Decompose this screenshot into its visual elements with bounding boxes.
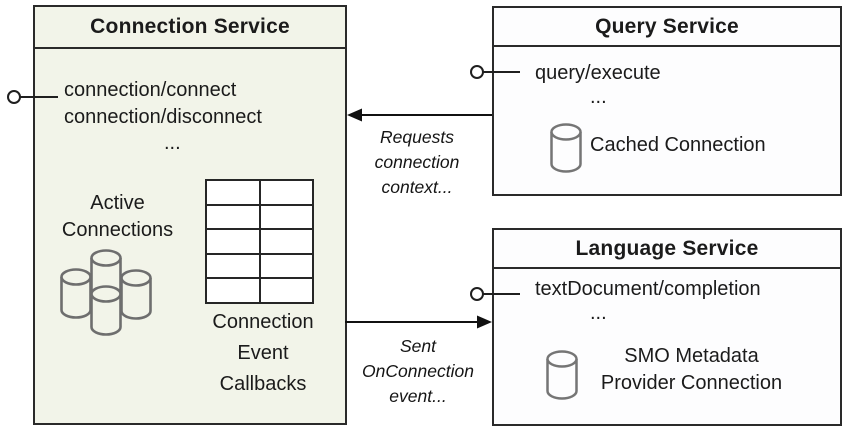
sent-onconnection-event-annotation: Sent OnConnection event... <box>362 336 474 406</box>
method-textdocument-completion: textDocument/completion <box>535 278 761 300</box>
query-service-title: Query Service <box>494 8 840 47</box>
table-cell <box>260 279 312 302</box>
ellipsis-more-methods: ... <box>164 132 181 154</box>
cached-connection-label: Cached Connection <box>590 134 766 156</box>
query-service-box: Query Service query/execute ... Cached C… <box>492 6 842 196</box>
connection-service-title: Connection Service <box>35 7 345 49</box>
ellipsis-more-methods: ... <box>590 86 607 108</box>
database-icon <box>546 350 578 400</box>
database-icon <box>550 123 582 173</box>
requests-connection-context-annotation: Requests connection context... <box>374 127 460 197</box>
language-service-methods: textDocument/completion ... <box>535 276 761 323</box>
method-connection-connect: connection/connect <box>64 79 237 101</box>
connection-event-callbacks-label: Connection Event Callbacks <box>212 311 314 395</box>
table-cell <box>207 205 259 229</box>
table-cell <box>260 205 312 229</box>
ellipsis-more-methods: ... <box>590 302 607 324</box>
method-query-execute: query/execute <box>535 62 661 84</box>
database-cluster-icon <box>60 249 152 336</box>
table-grid-icon <box>205 179 314 304</box>
table-cell <box>260 181 312 204</box>
language-service-box: Language Service textDocument/completion… <box>492 228 842 426</box>
table-cell <box>207 181 259 204</box>
sent-onconnection-event-arrow <box>345 315 492 329</box>
connection-service-methods: connection/connect connection/disconnect… <box>64 77 262 155</box>
language-service-title: Language Service <box>494 230 840 269</box>
query-service-methods: query/execute ... <box>535 60 661 107</box>
table-cell <box>207 279 259 302</box>
connection-service-box: Connection Service connection/connect co… <box>33 5 347 425</box>
requests-connection-context-arrow <box>347 108 492 122</box>
table-cell <box>260 254 312 278</box>
active-connections-label: Active Connections <box>61 192 174 241</box>
table-cell <box>207 254 259 278</box>
table-cell <box>260 230 312 253</box>
method-connection-disconnect: connection/disconnect <box>64 106 262 128</box>
smo-metadata-provider-connection-label: SMO Metadata Provider Connection <box>600 345 783 394</box>
table-cell <box>207 230 259 253</box>
